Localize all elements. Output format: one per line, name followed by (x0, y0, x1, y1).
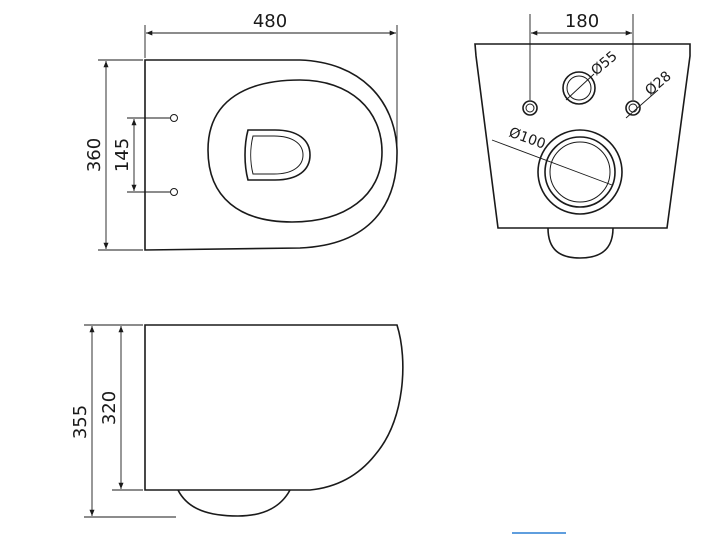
rear-bolt-right-outer (625, 100, 641, 116)
bolt-diameter-label: Ø28 (642, 68, 674, 99)
rear-view: 180 Ø55 Ø28 Ø100 (474, 11, 691, 259)
top-view-bowl-outline (144, 59, 398, 251)
outlet-diameter-label: Ø100 (507, 125, 548, 153)
top-view: 480 360 145 (84, 11, 398, 251)
rim-height-label: 320 (99, 391, 120, 425)
side-view: 355 320 (70, 324, 404, 518)
rear-bolt-left-inner (525, 103, 535, 113)
rear-view-outlet-pipe (547, 227, 614, 259)
depth-dimension-label: 360 (84, 138, 105, 172)
rear-outlet-middle (544, 136, 616, 208)
rear-bolt-right-inner (628, 103, 638, 113)
rear-outlet-outer (537, 129, 623, 215)
rear-inlet-inner (566, 75, 592, 101)
mount-hole-lower (170, 188, 178, 196)
rear-outlet-inner (549, 141, 611, 203)
side-view-outlet (177, 489, 291, 517)
spacing-dimension-label: 180 (565, 11, 599, 32)
width-dimension-label: 480 (253, 11, 287, 32)
rear-inlet-outer (562, 71, 596, 105)
top-view-bowl-opening (207, 79, 383, 223)
side-view-body (144, 324, 404, 491)
total-height-label: 355 (70, 405, 91, 439)
top-view-flush-outlet (244, 129, 311, 181)
top-view-flush-outlet-inner (250, 135, 304, 175)
rear-bolt-left-outer (522, 100, 538, 116)
rear-view-body (474, 43, 691, 229)
mount-spacing-label: 145 (112, 138, 133, 172)
mount-hole-upper (170, 114, 178, 122)
